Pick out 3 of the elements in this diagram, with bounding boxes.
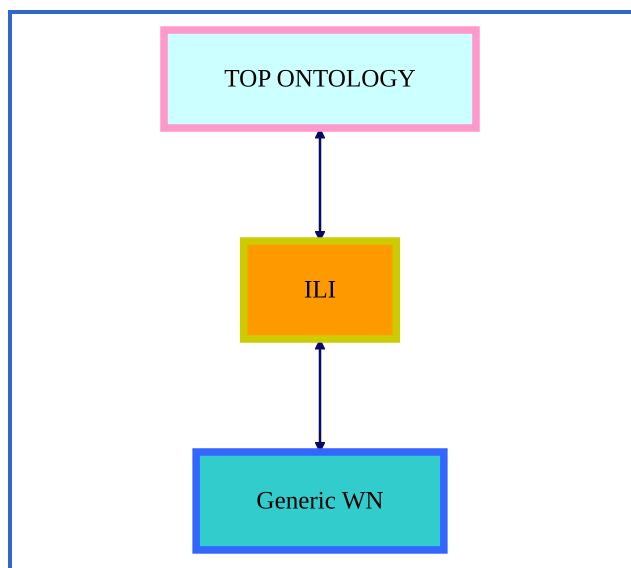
node-box: Generic WN [192,448,448,554]
node-box: ILI [240,237,400,343]
node-box: TOP ONTOLOGY [160,26,480,132]
